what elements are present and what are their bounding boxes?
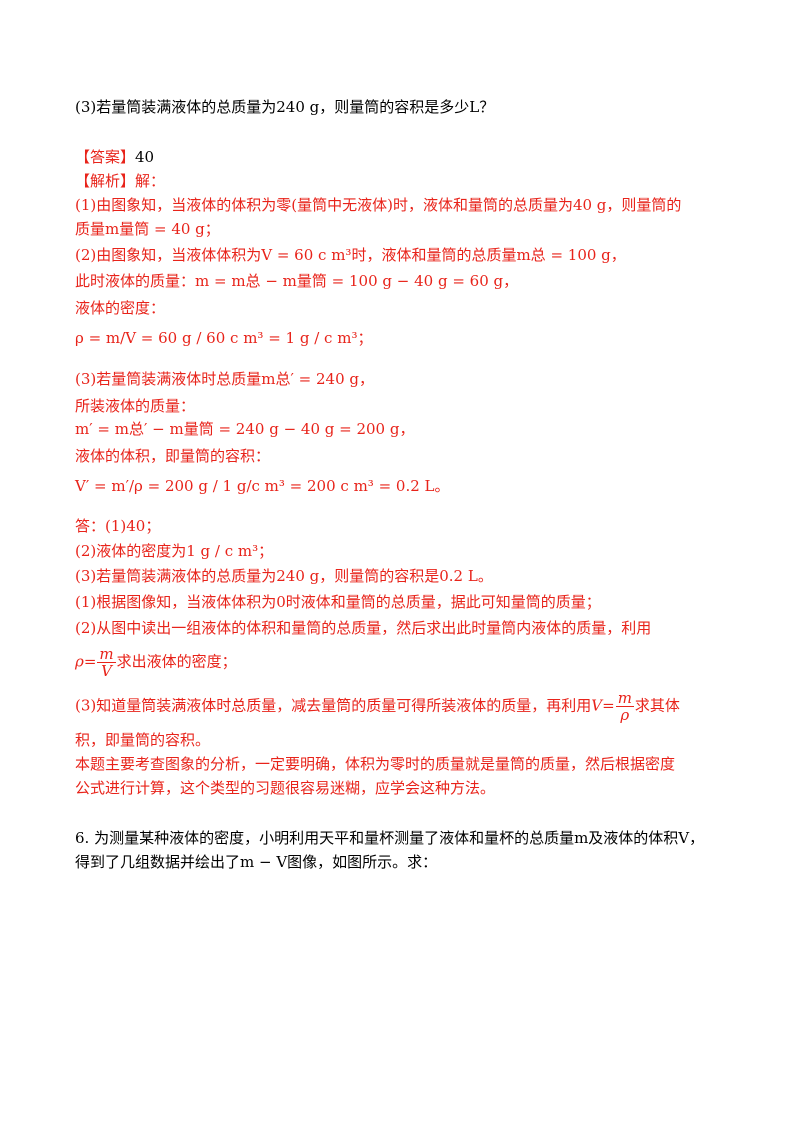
explain-3b: 积，即量筒的容积。 (75, 731, 211, 749)
explain-1: (1)根据图像知，当液体体积为0时液体和量筒的总质量，据此可知量筒的质量； (75, 593, 601, 611)
step3-line-b: 所装液体的质量： (75, 397, 196, 415)
question-3: (3)若量筒装满液体的总质量为240 g，则量筒的容积是多少L？ (75, 98, 495, 116)
question-6-line-a: 6. 为测量某种液体的密度，小明利用天平和量杯测量了液体和量杯的总质量m及液体的… (75, 829, 705, 847)
explain-2a: (2)从图中读出一组液体的体积和量筒的总质量，然后求出此时量筒内液体的质量，利用 (75, 619, 652, 637)
answer-summary-2: (2)液体的密度为1 g / c m³； (75, 542, 274, 560)
answer-summary-1: 答：(1)40； (75, 517, 161, 535)
step1-line-b: 质量m量筒 = 40 g； (75, 220, 220, 238)
step3-line-c: m′ = m总′ − m量筒 = 240 g − 40 g = 200 g， (75, 420, 415, 438)
analysis-head: 解： (135, 172, 166, 190)
analysis-label: 【解析】 (75, 172, 136, 190)
summary-1: 本题主要考查图象的分析，一定要明确，体积为零时的质量就是量筒的质量，然后根据密度 (75, 755, 676, 773)
question-6-line-b: 得到了几组数据并绘出了m − V图像，如图所示。求： (75, 853, 438, 871)
explain-3a-pre: (3)知道量筒装满液体时总质量，减去量筒的质量可得所装液体的质量，再利用 (75, 696, 592, 715)
answer-summary-3: (3)若量筒装满液体的总质量为240 g，则量筒的容积是0.2 L。 (75, 567, 493, 585)
step2-line-b: 此时液体的质量：m = m总 − m量筒 = 100 g − 40 g = 60… (75, 272, 519, 290)
step2-line-c: 液体的密度： (75, 299, 166, 317)
answer-line: 【答案】40 (75, 147, 154, 167)
step1-line-a: (1)由图象知，当液体的体积为零(量筒中无液体)时，液体和量筒的总质量为40 g… (75, 196, 682, 214)
volume-formula: V′ = m′/ρ = 200 g / 1 g/c m³ = 200 c m³ … (75, 477, 450, 495)
answer-value: 40 (135, 148, 155, 166)
analysis-line: 【解析】解： (75, 171, 165, 191)
explain-3a-post: 求其体 (634, 696, 680, 715)
explain-2b-text: 求出液体的密度； (116, 652, 237, 671)
summary-2: 公式进行计算，这个类型的习题很容易迷糊，应学会这种方法。 (75, 779, 496, 797)
step3-line-a: (3)若量筒装满液体时总质量m总′ = 240 g， (75, 370, 374, 388)
step2-line-a: (2)由图象知，当液体体积为V = 60 c m³时，液体和量筒的总质量m总 =… (75, 246, 626, 264)
density-formula: ρ = m/V = 60 g / 60 c m³ = 1 g / c m³； (75, 329, 373, 347)
step3-line-d: 液体的体积，即量筒的容积： (75, 447, 271, 465)
answer-label: 【答案】 (75, 148, 136, 166)
